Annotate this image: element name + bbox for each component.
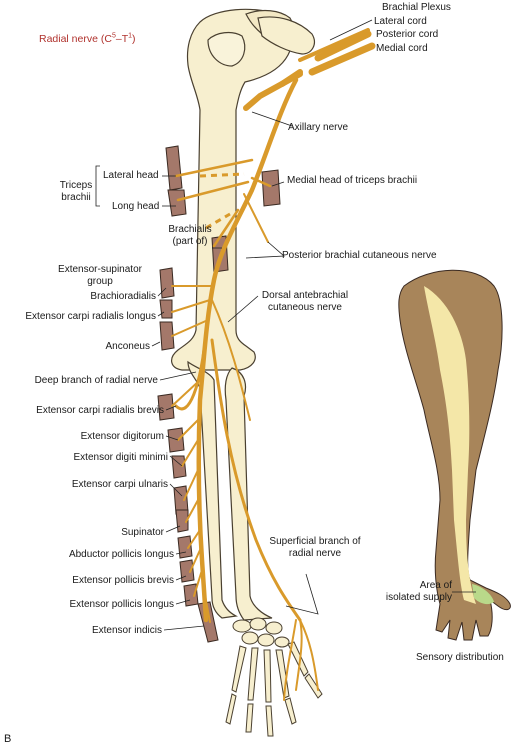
posterior-cord-label: Posterior cord xyxy=(376,29,439,40)
title-sup-1: 5 xyxy=(111,32,116,40)
extensor-supinator-line-1: Extensor-supinator xyxy=(58,264,142,275)
dorsal-antebrachial-label: Dorsal antebrachial cutaneous nerve xyxy=(250,290,360,314)
axillary-nerve-label: Axillary nerve xyxy=(288,122,349,133)
isolated-supply-label: Area of isolated supply xyxy=(376,580,452,604)
triceps-line-1: Triceps xyxy=(59,180,93,191)
brachial-plexus-label: Brachial Plexus xyxy=(382,2,451,13)
extensor-carpi-ulnaris-label: Extensor carpi ulnaris xyxy=(71,479,168,490)
medial-cord-label: Medial cord xyxy=(376,43,428,54)
isolated-supply-line-1: Area of xyxy=(419,580,452,591)
brachialis-line-2: (part of) xyxy=(172,236,208,247)
extensor-pollicis-brevis-label: Extensor pollicis brevis xyxy=(72,575,174,586)
ecr-longus-label: Extensor carpi radialis longus xyxy=(25,311,156,322)
superficial-branch-line-2: radial nerve xyxy=(288,548,342,559)
ecr-brevis-label: Extensor carpi radialis brevis xyxy=(36,405,164,416)
dorsal-antebrachial-line-2: cutaneous nerve xyxy=(268,302,342,313)
extensor-pollicis-longus-label: Extensor pollicis longus xyxy=(69,599,175,610)
extensor-digiti-minimi-label: Extensor digiti minimi xyxy=(73,452,168,463)
sensory-arm xyxy=(398,269,511,641)
nerve-dashed xyxy=(199,172,245,230)
title-close: ) xyxy=(132,33,136,45)
dorsal-antebrachial-line-1: Dorsal antebrachial xyxy=(261,290,349,301)
abductor-pollicis-longus-label: Abductor pollicis longus xyxy=(68,549,174,560)
brachioradialis-label: Brachioradialis xyxy=(90,291,156,302)
anconeus-label: Anconeus xyxy=(105,341,150,352)
figure-title: Radial nerve (C5–T1) xyxy=(39,32,136,46)
deep-branch-label: Deep branch of radial nerve xyxy=(34,375,158,386)
posterior-brachial-cutaneous-label: Posterior brachial cutaneous nerve xyxy=(282,250,437,261)
title-text: Radial nerve (C xyxy=(39,33,112,45)
clavicle-scapula xyxy=(257,16,315,55)
brachialis-line-1: Brachialis xyxy=(168,224,212,235)
extensor-indicis-label: Extensor indicis xyxy=(91,625,162,636)
panel-letter: B xyxy=(4,733,12,745)
title-dash: –T xyxy=(115,33,129,45)
nerve-branches xyxy=(171,28,376,701)
triceps-line-2: brachii xyxy=(61,192,91,203)
extensor-supinator-line-2: group xyxy=(87,276,113,287)
sensory-distribution-caption: Sensory distribution xyxy=(416,652,504,663)
triceps-label: Triceps brachii xyxy=(54,180,98,204)
leader-lines xyxy=(95,19,476,631)
extensor-digitorum-label: Extensor digitorum xyxy=(80,431,164,442)
medial-head-triceps-label: Medial head of triceps brachii xyxy=(287,175,418,186)
superficial-branch-line-1: Superficial branch of xyxy=(269,536,361,547)
title-sup-2: 1 xyxy=(128,32,133,40)
brachialis-label: Brachialis (part of) xyxy=(164,224,216,248)
superficial-branch-label: Superficial branch of radial nerve xyxy=(260,536,370,560)
extensor-supinator-group-label: Extensor-supinator group xyxy=(48,264,152,288)
lateral-cord-label: Lateral cord xyxy=(374,16,427,27)
supinator-label: Supinator xyxy=(121,527,164,538)
long-head-label: Long head xyxy=(112,201,160,212)
hand-bones xyxy=(225,617,323,737)
isolated-supply-line-2: isolated supply xyxy=(385,592,452,603)
lateral-head-label: Lateral head xyxy=(103,170,159,181)
